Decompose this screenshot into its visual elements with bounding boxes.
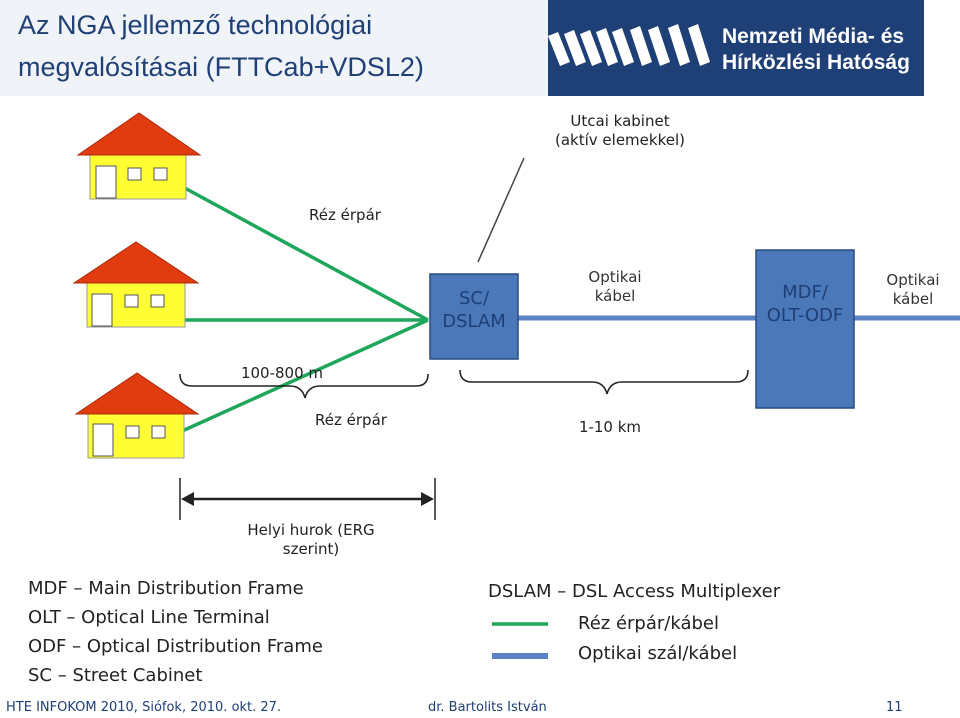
footer-center: dr. Bartolits István: [428, 700, 547, 715]
copper-label-top: Réz érpár: [309, 206, 381, 224]
cabinet-callout-line2: (aktív elemekkel): [555, 130, 685, 149]
local-loop-label: Helyi hurok (ERG szerint): [226, 521, 396, 559]
dslam-box-line2: DSLAM: [442, 311, 506, 333]
copper-line-house3: [179, 318, 429, 434]
fiber-label-right-line2: kábel: [892, 289, 934, 308]
house-1: [76, 112, 202, 200]
mdf-box-line1: MDF/: [782, 282, 828, 303]
legend-copper-label: Réz érpár/kábel: [578, 613, 719, 634]
logo-text: Nemzeti Média- és Hírközlési Hatóság: [722, 24, 910, 76]
abbr-dslam: DSLAM – DSL Access Multiplexer: [488, 581, 781, 602]
cabinet-callout-line1: Utcai kabinet: [570, 112, 670, 130]
fiber-label-mid-line2: kábel: [594, 286, 636, 305]
footer-left: HTE INFOKOM 2010, Siófok, 2010. okt. 27.: [6, 700, 282, 715]
dslam-box-line1: SC/: [458, 288, 490, 309]
brace-fiber: [459, 369, 749, 395]
house-3: [74, 372, 200, 459]
logo-line1: Nemzeti Média- és: [722, 25, 905, 48]
dslam-box-label: SC/ DSLAM: [430, 287, 518, 334]
brace-local: [179, 373, 429, 399]
abbr-mdf: MDF – Main Distribution Frame: [28, 578, 304, 599]
fiber-label-right: Optikai kábel: [868, 271, 958, 309]
mdf-box: [755, 249, 855, 409]
dslam-box: [429, 273, 519, 360]
header-bar: Az NGA jellemző technológiai megvalósítá…: [0, 0, 924, 96]
local-loop-arrow: [179, 478, 436, 520]
local-loop-line1: Helyi hurok (ERG: [247, 521, 375, 539]
slide-title-line1: Az NGA jellemző technológiai: [18, 10, 373, 40]
page-number: 11: [886, 700, 903, 715]
fiber-label-mid: Optikai kábel: [570, 268, 660, 306]
fiber-label-mid-line1: Optikai: [588, 268, 642, 286]
local-loop-line2: szerint): [282, 539, 340, 558]
house-2: [72, 241, 200, 328]
logo-mark-icon: [548, 24, 710, 66]
cabinet-callout-line: [477, 157, 525, 263]
copper-label-bottom: Réz érpár: [315, 411, 387, 429]
title-area: Az NGA jellemző technológiai megvalósítá…: [0, 0, 548, 96]
legend-fiber-label: Optikai szál/kábel: [578, 643, 738, 664]
slide-title-line2: megvalósításai (FTTCab+VDSL2): [18, 52, 424, 82]
abbr-sc: SC – Street Cabinet: [28, 665, 203, 686]
mdf-box-line2: OLT-ODF: [766, 305, 844, 327]
cabinet-callout: Utcai kabinet (aktív elemekkel): [530, 112, 710, 150]
logo-line2: Hírközlési Hatóság: [722, 51, 910, 74]
fiber-label-right-line1: Optikai: [886, 271, 940, 289]
mdf-box-label: MDF/ OLT-ODF: [756, 281, 854, 328]
distance-local-label: 100-800 m: [240, 364, 324, 382]
abbr-odf: ODF – Optical Distribution Frame: [28, 636, 323, 657]
distance-fiber-label: 1-10 km: [578, 418, 642, 436]
abbr-olt: OLT – Optical Line Terminal: [28, 607, 270, 628]
copper-line-house1: [169, 178, 429, 322]
